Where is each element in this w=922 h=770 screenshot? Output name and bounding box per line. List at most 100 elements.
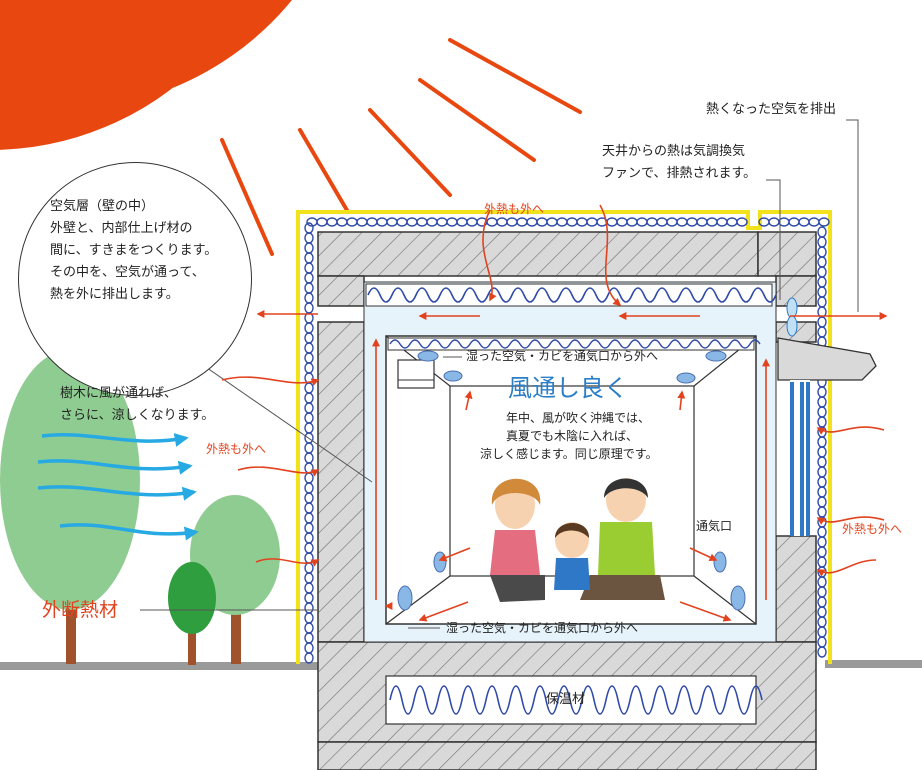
insulation-coil: [304, 282, 314, 294]
insulation-coil: [798, 217, 810, 227]
insulation-coil: [817, 556, 827, 568]
insulation-coil: [726, 217, 738, 227]
humid-air-bottom-label: 湿った空気・カビを通気口から外へ: [446, 621, 639, 635]
insulation-coil: [696, 217, 708, 227]
trees-text-1: 樹木に風が通れば、: [60, 386, 178, 401]
insulation-coil: [304, 472, 314, 484]
insulation-coil: [556, 217, 568, 227]
insulation-coil: [666, 217, 678, 227]
insulation-coil: [817, 326, 827, 338]
insulation-coil: [817, 646, 827, 658]
insulation-coil: [304, 322, 314, 334]
insulation-coil: [406, 217, 418, 227]
insulation-coil: [506, 217, 518, 227]
insulation-coil: [304, 482, 314, 494]
insulation-coil: [817, 436, 827, 448]
bubble-line-1: 空気層（壁の中）: [50, 199, 155, 214]
insulation-coil: [304, 452, 314, 464]
insulation-coil: [304, 602, 314, 614]
insulation-coil: [516, 217, 528, 227]
insulation-coil: [304, 632, 314, 644]
heat-out-left-label: 外熱も外へ: [206, 442, 267, 456]
insulation-coil: [817, 486, 827, 498]
ceiling-insulation-wave: [367, 287, 777, 303]
insulation-coil: [366, 217, 378, 227]
insulation-coil: [817, 616, 827, 628]
insulation-coil: [626, 217, 638, 227]
insulation-coil: [336, 217, 348, 227]
insulation-coil: [356, 217, 368, 227]
insulation-coil: [304, 492, 314, 504]
insulation-coil: [304, 332, 314, 344]
insulation-coil: [304, 302, 314, 314]
insulation-coil: [304, 222, 314, 234]
moisture-membrane: [296, 210, 832, 664]
insulation-coil: [646, 217, 658, 227]
insulation-coil: [817, 396, 827, 408]
insulation-coil: [586, 217, 598, 227]
insulation-coil: [304, 522, 314, 534]
insulation-coil: [817, 496, 827, 508]
insulation-coil: [636, 217, 648, 227]
tree-icon: [0, 350, 280, 665]
insulation-coil: [416, 217, 428, 227]
insulation-coil: [304, 232, 314, 244]
insulation-coil: [304, 402, 314, 414]
insulation-coil: [817, 386, 827, 398]
insulation-coil: [304, 242, 314, 254]
insulation-coil: [817, 286, 827, 298]
insulation-coil: [656, 217, 668, 227]
insulation-coil: [304, 412, 314, 424]
insulation-coil: [616, 217, 628, 227]
insulation-coil: [676, 217, 688, 227]
insulation-coil: [304, 552, 314, 564]
insulation-coil: [446, 217, 458, 227]
exhaust-hot-air-label: 熱くなった空気を排出: [706, 102, 837, 117]
exterior-insulation-label: 外断熱材: [42, 599, 119, 621]
insulation-coil: [304, 442, 314, 454]
okinawa-text-2: 真夏でも木陰に入れば、: [506, 429, 639, 443]
insulation-coil: [304, 612, 314, 624]
insulation-coil: [768, 217, 780, 227]
insulation-coil: [716, 217, 728, 227]
insulation-coil: [326, 217, 338, 227]
insulation-coil: [817, 246, 827, 258]
wind-icon: [37, 432, 199, 541]
insulation-coil: [817, 276, 827, 288]
insulation-coil: [817, 536, 827, 548]
ceiling-fan-label-2: ファンで、排熱されます。: [602, 166, 757, 181]
exterior-insulation-coils: [304, 217, 830, 664]
insulation-coil: [304, 532, 314, 544]
heat-out-right-label: 外熱も外へ: [842, 522, 903, 536]
insulation-coil: [304, 362, 314, 374]
insulation-coil: [818, 217, 830, 227]
insulation-coil: [386, 217, 398, 227]
headline-good-ventilation: 風通し良く: [508, 374, 628, 402]
insulation-coil: [304, 642, 314, 654]
insulation-coil: [496, 217, 508, 227]
insulation-coil: [817, 456, 827, 468]
insulation-coil: [566, 217, 578, 227]
insulation-coil: [686, 217, 698, 227]
insulation-coil: [304, 262, 314, 274]
trees-text-2: さらに、涼しくなります。: [60, 408, 215, 423]
insulation-coil: [536, 217, 548, 227]
insulation-coil: [736, 217, 748, 227]
insulation-coil: [817, 636, 827, 648]
insulation-coil: [304, 622, 314, 634]
family-illustration: [490, 478, 665, 602]
insulation-coil: [817, 296, 827, 308]
insulation-coil: [817, 596, 827, 608]
insulation-coil: [817, 446, 827, 458]
insulation-coil: [304, 652, 314, 664]
insulation-coil: [376, 217, 388, 227]
insulation-coil: [316, 217, 328, 227]
bubble-line-3: 間に、すきまをつくります。: [50, 243, 218, 258]
okinawa-text-1: 年中、風が吹く沖縄では、: [506, 411, 651, 425]
insulation-coil: [304, 252, 314, 264]
ground-left: [0, 662, 318, 670]
insulation-coil: [817, 226, 827, 238]
insulation-coil: [304, 382, 314, 394]
bubble-line-5: 熱を外に排出します。: [50, 287, 179, 302]
